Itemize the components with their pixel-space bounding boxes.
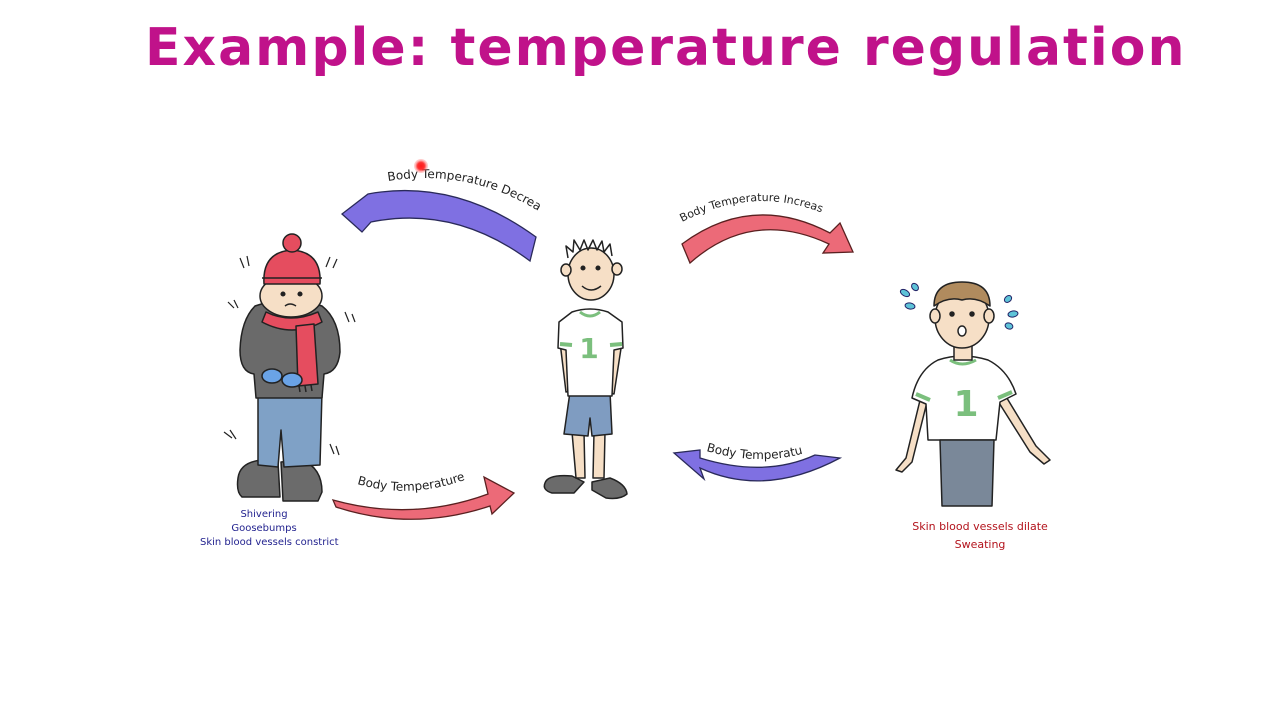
page-title: Example: temperature regulation: [145, 18, 1187, 78]
normal-person-shirt-number: 1: [579, 332, 598, 365]
arrow-body-temperature-up: [331, 475, 516, 520]
hot-person-shirt-number: 1: [953, 384, 978, 425]
cold-person-figure: [223, 233, 356, 502]
arrow-body-temperature-decreases: [340, 189, 537, 263]
note-vessels-constrict: Skin blood vessels constrict: [200, 537, 339, 548]
note-shivering: Shivering: [240, 509, 288, 520]
note-vessels-dilate: Skin blood vessels dilate: [912, 520, 1048, 533]
label-body-temperature-up: Body Temperature ↑: [0, 0, 470, 494]
hot-person-figure: [895, 281, 1051, 507]
hot-response-notes: Skin blood vessels dilate Sweating: [905, 518, 1055, 554]
note-goosebumps: Goosebumps: [231, 523, 297, 534]
label-body-temperature-decreases: Body Temperature Decreases: [0, 0, 544, 214]
normal-person-figure: [543, 239, 628, 500]
laser-pointer-dot: [414, 159, 428, 173]
sweat-drops: [899, 282, 1019, 330]
cold-response-notes: Shivering Goosebumps Skin blood vessels …: [200, 508, 339, 550]
arrow-body-temperature-increases: [681, 214, 854, 265]
note-sweating: Sweating: [954, 538, 1006, 551]
arrow-body-temperature-down: [672, 449, 843, 482]
label-body-temperature-down: Body Temperature ↓: [0, 0, 804, 462]
